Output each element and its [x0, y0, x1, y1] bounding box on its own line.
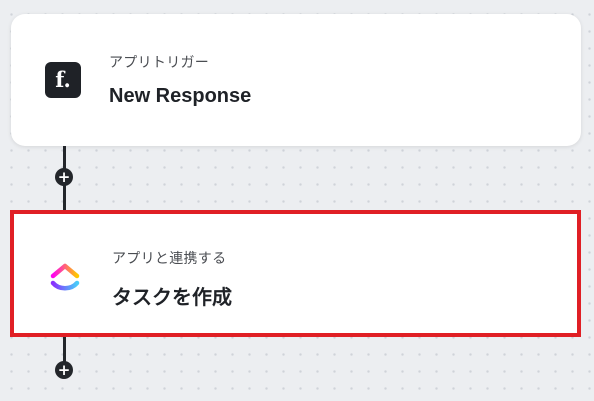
add-step-button[interactable]: +	[55, 361, 73, 379]
trigger-step-title: New Response	[109, 85, 252, 107]
clickup-logo-icon	[50, 263, 80, 291]
trigger-step-card[interactable]: f. アプリトリガー New Response	[11, 14, 581, 146]
flow-connector-line	[63, 337, 66, 367]
trigger-step-category: アプリトリガー	[109, 54, 210, 70]
action-step-title: タスクを作成	[112, 287, 232, 309]
action-step-card[interactable]: アプリと連携する タスクを作成	[10, 210, 581, 337]
add-step-button[interactable]: +	[55, 168, 73, 186]
action-step-category: アプリと連携する	[112, 250, 227, 266]
formbricks-logo-icon: f.	[45, 62, 81, 98]
